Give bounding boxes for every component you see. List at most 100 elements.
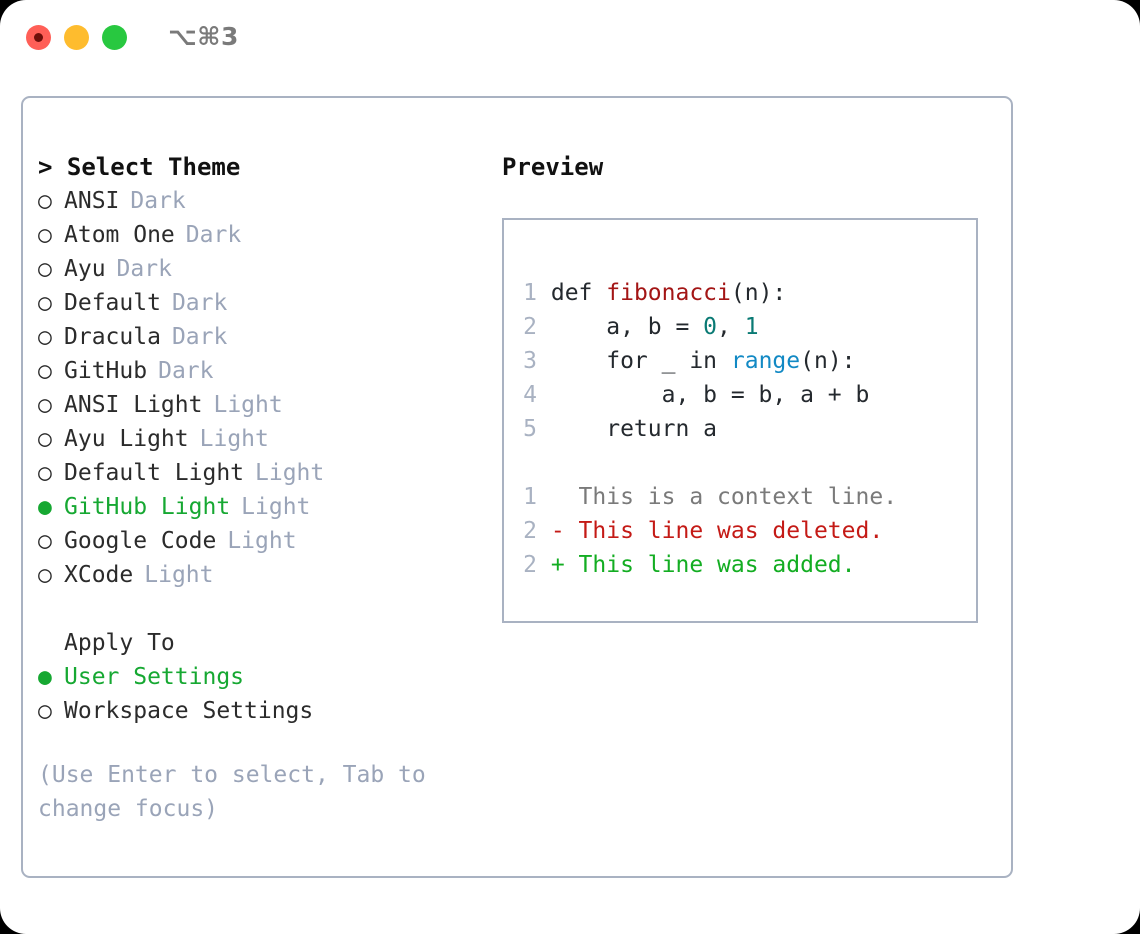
theme-row[interactable]: ○ Atom One Dark — [38, 218, 468, 252]
theme-name: Dracula — [64, 324, 161, 350]
theme-name: Google Code — [64, 528, 217, 554]
apply-to-row[interactable]: ○ Workspace Settings — [38, 694, 468, 728]
code-token: range — [730, 348, 801, 374]
keyboard-shortcut-label: ⌥⌘3 — [168, 22, 239, 51]
diff-text: This line was deleted. — [564, 518, 884, 544]
theme-variant-badge: Light — [213, 392, 283, 418]
line-number: 1 — [523, 280, 537, 306]
code-line: 1 def fibonacci(n): — [523, 276, 897, 310]
theme-variant-badge: Light — [227, 528, 297, 554]
radio-unselected-icon[interactable]: ○ — [38, 358, 52, 384]
minimize-button[interactable] — [64, 25, 89, 50]
radio-unselected-icon[interactable]: ○ — [38, 188, 52, 214]
radio-unselected-icon[interactable]: ○ — [38, 426, 52, 452]
radio-unselected-icon[interactable]: ○ — [38, 222, 52, 248]
line-number: 2 — [523, 518, 537, 544]
radio-unselected-icon[interactable]: ○ — [38, 290, 52, 316]
close-button[interactable] — [26, 25, 51, 50]
theme-variant-badge: Dark — [185, 222, 242, 248]
theme-variant-badge: Dark — [158, 358, 214, 384]
apply-to-option-label: User Settings — [64, 664, 245, 690]
code-token: , — [717, 314, 745, 340]
radio-unselected-icon[interactable]: ○ — [38, 392, 52, 418]
radio-unselected-icon[interactable]: ○ — [38, 698, 52, 724]
code-token: fibonacci — [606, 280, 731, 306]
theme-variant-badge: Dark — [171, 324, 228, 350]
radio-unselected-icon[interactable]: ○ — [38, 324, 52, 350]
theme-variant-badge: Dark — [171, 290, 228, 316]
theme-name: GitHub Light — [64, 494, 231, 520]
theme-row[interactable]: ○ XCode Light — [38, 558, 468, 592]
radio-unselected-icon[interactable]: ○ — [38, 256, 52, 282]
code-token: def — [537, 280, 607, 306]
theme-row[interactable]: ○ ANSI Dark — [38, 184, 468, 218]
line-number: 2 — [523, 552, 537, 578]
theme-row[interactable]: ○ ANSI Light Light — [38, 388, 468, 422]
code-token: 0 — [703, 314, 718, 340]
radio-selected-icon[interactable]: ● — [38, 664, 52, 690]
theme-name: Ayu Light — [64, 426, 189, 452]
code-line: 3 for _ in range(n): — [523, 344, 897, 378]
code-token: 1 — [744, 314, 759, 340]
line-number: 2 — [523, 314, 537, 340]
code-line: 5 return a — [523, 412, 897, 446]
keyboard-hint-text: (Use Enter to select, Tab to change focu… — [38, 762, 440, 822]
theme-row[interactable]: ○ Google Code Light — [38, 524, 468, 558]
traffic-lights — [26, 25, 127, 50]
diff-line: 2 + This line was added. — [523, 548, 897, 582]
theme-row[interactable]: ○ Default Light Light — [38, 456, 468, 490]
apply-to-label: Apply To — [64, 630, 175, 656]
theme-row[interactable]: ○ Ayu Light Light — [38, 422, 468, 456]
theme-name: ANSI — [64, 188, 120, 214]
theme-variant-badge: Light — [144, 562, 214, 588]
line-number: 1 — [523, 484, 537, 510]
code-token: a, b = b, a + b — [537, 382, 870, 408]
line-number: 3 — [523, 348, 537, 374]
theme-row[interactable]: ○ Default Dark — [38, 286, 468, 320]
theme-name: GitHub — [64, 358, 148, 384]
apply-to-option-label: Workspace Settings — [64, 698, 314, 724]
theme-row[interactable]: ○ Dracula Dark — [38, 320, 468, 354]
diff-sign — [537, 484, 565, 510]
title-bar: ⌥⌘3 — [0, 0, 1140, 76]
preview-column: Preview 1 def fibonacci(n):2 a, b = 0, 1… — [502, 150, 992, 623]
diff-text: This line was added. — [564, 552, 856, 578]
theme-row[interactable]: ○ GitHub Dark — [38, 354, 468, 388]
theme-name: Ayu — [64, 256, 106, 282]
theme-variant-badge: Dark — [116, 256, 172, 282]
code-line: 4 a, b = b, a + b — [523, 378, 897, 412]
theme-name: Atom One — [64, 222, 175, 248]
code-token: a, b = — [537, 314, 704, 340]
theme-variant-badge: Light — [255, 460, 325, 486]
radio-unselected-icon[interactable]: ○ — [38, 460, 52, 486]
theme-name: Default — [64, 290, 161, 316]
apply-to-row[interactable]: ● User Settings — [38, 660, 468, 694]
code-line: 2 a, b = 0, 1 — [523, 310, 897, 344]
theme-variant-badge: Light — [199, 426, 269, 452]
radio-selected-icon[interactable]: ● — [38, 494, 52, 520]
theme-name: Default Light — [64, 460, 245, 486]
line-number: 4 — [523, 382, 537, 408]
theme-variant-badge: Dark — [130, 188, 186, 214]
maximize-button[interactable] — [102, 25, 127, 50]
diff-line: 1 This is a context line. — [523, 480, 897, 514]
code-token: return a — [537, 416, 718, 442]
theme-row[interactable]: ○ Ayu Dark — [38, 252, 468, 286]
diff-text: This is a context line. — [564, 484, 898, 510]
radio-unselected-icon[interactable]: ○ — [38, 528, 52, 554]
apply-to-list[interactable]: ● User Settings ○ Workspace Settings — [38, 660, 468, 728]
radio-unselected-icon[interactable]: ○ — [38, 562, 52, 588]
select-theme-heading: > Select Theme — [38, 153, 241, 181]
code-token: for _ in — [537, 348, 731, 374]
theme-name: XCode — [64, 562, 134, 588]
theme-name: ANSI Light — [64, 392, 203, 418]
line-number: 5 — [523, 416, 537, 442]
code-blank-line — [523, 446, 897, 480]
code-token: (n): — [730, 280, 787, 306]
